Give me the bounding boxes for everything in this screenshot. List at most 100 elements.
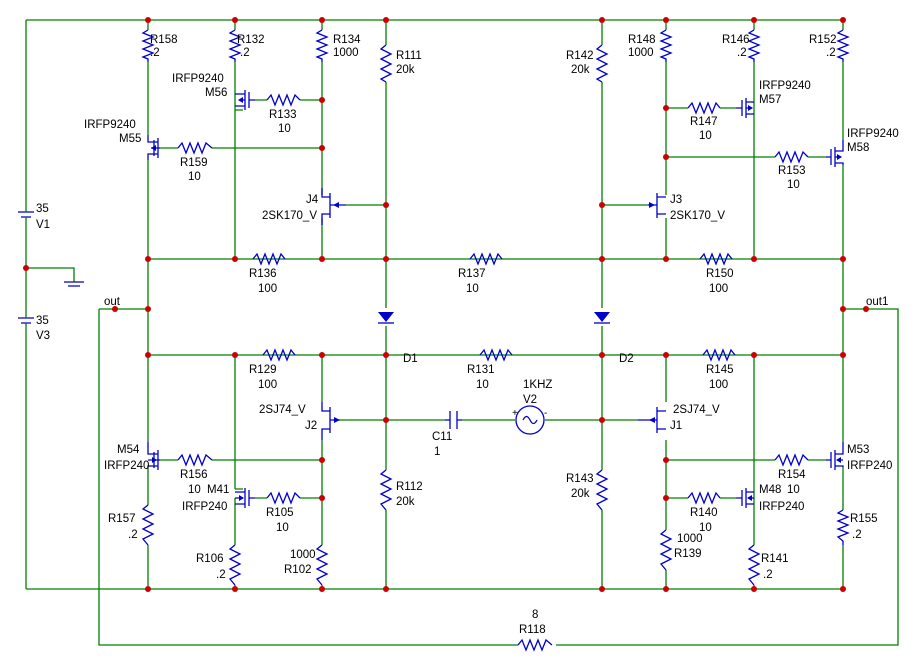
mosfet-m58 xyxy=(826,140,844,167)
resistor-r155 xyxy=(836,509,850,545)
resistor-r129 xyxy=(262,348,296,362)
resistor-r136 xyxy=(252,252,286,266)
label-r147-ref: R147 xyxy=(690,116,718,128)
label-r132-ref: R132 xyxy=(237,34,265,46)
label-r145-ref: R145 xyxy=(706,364,734,376)
jfet-j3 xyxy=(648,193,666,218)
label-r137-ref: R137 xyxy=(458,268,486,280)
label-r154-value: 10 xyxy=(787,484,800,496)
label-r139-ref: R139 xyxy=(674,548,702,560)
label-r148-value: 1000 xyxy=(628,47,654,59)
label-r106-value: .2 xyxy=(216,569,226,581)
resistor-r143 xyxy=(595,469,609,511)
label-v3-value: 35 xyxy=(36,315,49,327)
label-r141-ref: R141 xyxy=(761,553,789,565)
label-r136-ref: R136 xyxy=(249,268,277,280)
label-r154-ref: R154 xyxy=(778,469,806,481)
label-r118-ref: R118 xyxy=(519,624,546,636)
label-r137-value: 10 xyxy=(466,283,479,295)
resistor-r145 xyxy=(702,348,736,362)
label-d2-ref: D2 xyxy=(619,353,634,365)
label-r158-value: .2 xyxy=(150,47,160,59)
label-r147-value: 10 xyxy=(699,130,712,142)
label-r142-ref: R142 xyxy=(566,50,594,62)
label-r156-ref: R156 xyxy=(180,469,208,481)
mosfet-m41 xyxy=(235,488,255,508)
label-r143-value: 20k xyxy=(571,488,590,500)
diode-d2 xyxy=(594,312,610,324)
label-r131-value: 10 xyxy=(476,379,489,391)
labels: R158 .2 R132 .2 R134 1000 R111 20k R142 … xyxy=(36,34,899,636)
jfet-j4 xyxy=(321,188,346,225)
label-r129-ref: R129 xyxy=(249,364,277,376)
label-r140-ref: R140 xyxy=(690,507,718,519)
label-r111-value: 20k xyxy=(396,64,415,76)
jfet-j1 xyxy=(638,407,666,433)
label-m57-ref: M57 xyxy=(759,94,781,106)
label-j1-ref: J1 xyxy=(670,420,682,432)
diodes xyxy=(378,312,610,324)
resistor-r139 xyxy=(659,529,673,571)
label-v1-ref: V1 xyxy=(36,219,50,231)
resistor-r146 xyxy=(747,29,761,62)
label-r158-ref: R158 xyxy=(150,34,178,46)
resistor-r150 xyxy=(699,252,733,266)
label-r133-ref: R133 xyxy=(269,109,297,121)
resistor-r112 xyxy=(379,469,393,511)
label-r159-ref: R159 xyxy=(180,157,208,169)
mosfet-m53 xyxy=(826,442,844,470)
label-r129-value: 100 xyxy=(258,379,277,391)
label-r156-value: 10 xyxy=(188,484,201,496)
mosfets xyxy=(147,90,844,508)
svg-text:+: + xyxy=(512,408,518,419)
label-j4-part: 2SK170_V xyxy=(262,210,317,222)
label-j3-part: 2SK170_V xyxy=(670,210,725,222)
label-r153-value: 10 xyxy=(787,179,800,191)
label-j1-part: 2SJ74_V xyxy=(673,404,720,416)
label-r102-ref: R102 xyxy=(284,564,312,576)
resistor-r134 xyxy=(315,29,329,62)
label-c11-ref: C11 xyxy=(432,431,452,443)
label-net-out1: out1 xyxy=(866,296,888,308)
label-r131-ref: R131 xyxy=(467,364,495,376)
mosfet-m55 xyxy=(147,135,160,160)
label-r102-value: 1000 xyxy=(290,549,316,561)
label-v2-ref: V2 xyxy=(523,394,537,406)
label-j2-part: 2SJ74_V xyxy=(259,404,306,416)
resistor-r137 xyxy=(469,252,503,266)
resistor-r159 xyxy=(177,141,213,155)
label-m54-ref: M54 xyxy=(117,444,140,456)
label-r106-ref: R106 xyxy=(196,553,224,565)
label-r105-ref: R105 xyxy=(266,507,294,519)
label-m53-part: IRFP240 xyxy=(847,460,892,472)
label-r118-value: 8 xyxy=(532,609,538,621)
label-r141-value: .2 xyxy=(763,569,773,581)
resistor-r105 xyxy=(266,491,301,505)
label-r105-value: 10 xyxy=(276,522,289,534)
label-r157-value: .2 xyxy=(128,529,138,541)
resistor-r106 xyxy=(228,544,242,586)
label-net-out: out xyxy=(104,296,121,308)
resistors xyxy=(141,29,850,652)
battery-v3 xyxy=(18,306,34,340)
label-r152-ref: R152 xyxy=(809,34,837,46)
label-j3-ref: J3 xyxy=(670,194,682,206)
jfet-j2 xyxy=(321,402,340,440)
resistor-r158 xyxy=(141,29,155,62)
label-m41-ref: M41 xyxy=(207,484,229,496)
label-m56-ref: M56 xyxy=(205,87,227,99)
label-r111-ref: R111 xyxy=(396,50,422,62)
label-r150-ref: R150 xyxy=(706,268,734,280)
label-r139-value: 1000 xyxy=(677,533,703,545)
capacitor-c11 xyxy=(445,411,462,429)
resistor-r156 xyxy=(177,453,213,467)
label-r136-value: 100 xyxy=(258,283,277,295)
resistor-r148 xyxy=(659,29,673,62)
label-c11-value: 1 xyxy=(434,446,440,458)
label-r133-value: 10 xyxy=(278,123,291,135)
resistor-r140 xyxy=(687,491,721,505)
resistor-r141 xyxy=(747,544,761,586)
label-m58-part: IRFP9240 xyxy=(847,128,899,140)
label-j4-ref: J4 xyxy=(306,194,319,206)
